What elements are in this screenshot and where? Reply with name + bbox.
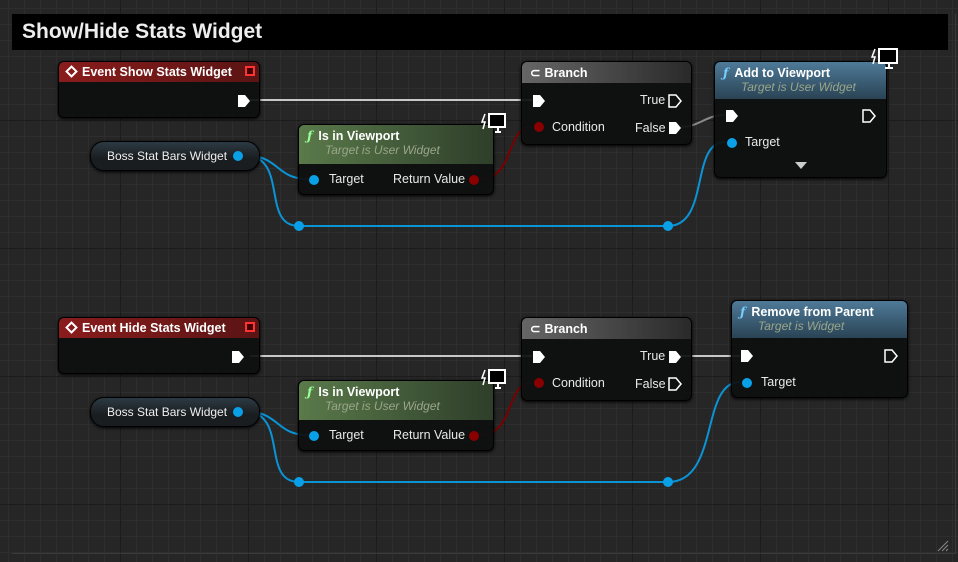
- node-title: Event Hide Stats Widget: [82, 321, 226, 335]
- exec-in-pin[interactable]: [725, 109, 739, 123]
- exec-in-pin[interactable]: [532, 94, 546, 108]
- true-label: True: [640, 349, 666, 363]
- delegate-pin-icon[interactable]: [245, 322, 255, 332]
- return-value-label: Return Value: [393, 428, 466, 442]
- branch-icon: ⊂: [530, 322, 541, 336]
- target-label: Target: [761, 375, 796, 389]
- exec-out-pin[interactable]: [862, 109, 876, 123]
- resize-handle-icon[interactable]: [936, 540, 950, 552]
- event-show-stats-widget-node[interactable]: Event Show Stats Widget: [58, 61, 260, 118]
- return-value-label: Return Value: [393, 172, 466, 186]
- function-icon: ƒ: [307, 128, 313, 143]
- node-title: Is in Viewport: [318, 385, 400, 399]
- target-pin[interactable]: [742, 378, 752, 388]
- comment-box[interactable]: [12, 14, 956, 554]
- condition-pin[interactable]: [534, 378, 544, 388]
- exec-in-pin[interactable]: [532, 350, 546, 364]
- node-title: Event Show Stats Widget: [82, 65, 232, 79]
- false-exec-pin[interactable]: [668, 121, 682, 135]
- target-pin[interactable]: [309, 175, 319, 185]
- event-hide-stats-widget-node[interactable]: Event Hide Stats Widget: [58, 317, 260, 374]
- client-only-monitor-icon: [871, 48, 898, 69]
- condition-label: Condition: [552, 120, 605, 134]
- target-label: Target: [329, 428, 364, 442]
- target-label: Target: [745, 135, 780, 149]
- branch-node[interactable]: ⊂Branch True Condition False: [521, 61, 692, 145]
- reroute-knot[interactable]: [294, 477, 304, 487]
- client-only-monitor-icon: [481, 369, 506, 389]
- condition-label: Condition: [552, 376, 605, 390]
- expand-arrow-icon[interactable]: [795, 162, 807, 169]
- return-value-pin[interactable]: [469, 431, 479, 441]
- node-subtitle: Target is User Widget: [325, 143, 440, 157]
- node-subtitle: Target is User Widget: [325, 399, 440, 413]
- branch-icon: ⊂: [530, 66, 541, 80]
- comment-title[interactable]: Show/Hide Stats Widget: [12, 14, 948, 50]
- exec-out-pin[interactable]: [231, 350, 245, 364]
- object-out-pin[interactable]: [233, 151, 243, 161]
- client-only-monitor-icon: [481, 113, 506, 133]
- boss-stat-bars-widget-variable[interactable]: Boss Stat Bars Widget: [90, 397, 260, 427]
- target-label: Target: [329, 172, 364, 186]
- reroute-knot[interactable]: [663, 477, 673, 487]
- boss-stat-bars-widget-variable[interactable]: Boss Stat Bars Widget: [90, 141, 260, 171]
- reroute-knot[interactable]: [294, 221, 304, 231]
- true-exec-pin[interactable]: [668, 350, 682, 364]
- node-title: Is in Viewport: [318, 129, 400, 143]
- function-icon: ƒ: [307, 384, 313, 399]
- exec-out-pin[interactable]: [237, 94, 251, 108]
- function-icon: ƒ: [740, 304, 746, 319]
- reroute-knot[interactable]: [663, 221, 673, 231]
- node-title: Branch: [544, 66, 588, 80]
- node-subtitle: Target is User Widget: [741, 80, 856, 94]
- false-label: False: [635, 121, 666, 135]
- node-title: Branch: [544, 322, 588, 336]
- event-diamond-icon: [65, 321, 78, 334]
- true-label: True: [640, 93, 666, 107]
- object-out-pin[interactable]: [233, 407, 243, 417]
- return-value-pin[interactable]: [469, 175, 479, 185]
- target-pin[interactable]: [309, 431, 319, 441]
- false-label: False: [635, 377, 666, 391]
- true-exec-pin[interactable]: [668, 94, 682, 108]
- target-pin[interactable]: [727, 138, 737, 148]
- exec-in-pin[interactable]: [740, 349, 754, 363]
- variable-label: Boss Stat Bars Widget: [107, 405, 228, 419]
- node-title: Add to Viewport: [734, 66, 830, 80]
- event-diamond-icon: [65, 65, 78, 78]
- node-subtitle: Target is Widget: [758, 319, 845, 333]
- condition-pin[interactable]: [534, 122, 544, 132]
- variable-label: Boss Stat Bars Widget: [107, 149, 228, 163]
- function-icon: ƒ: [723, 65, 729, 80]
- node-title: Remove from Parent: [751, 305, 874, 319]
- delegate-pin-icon[interactable]: [245, 66, 255, 76]
- branch-node[interactable]: ⊂Branch True Condition False: [521, 317, 692, 401]
- false-exec-pin[interactable]: [668, 377, 682, 391]
- exec-out-pin[interactable]: [884, 349, 898, 363]
